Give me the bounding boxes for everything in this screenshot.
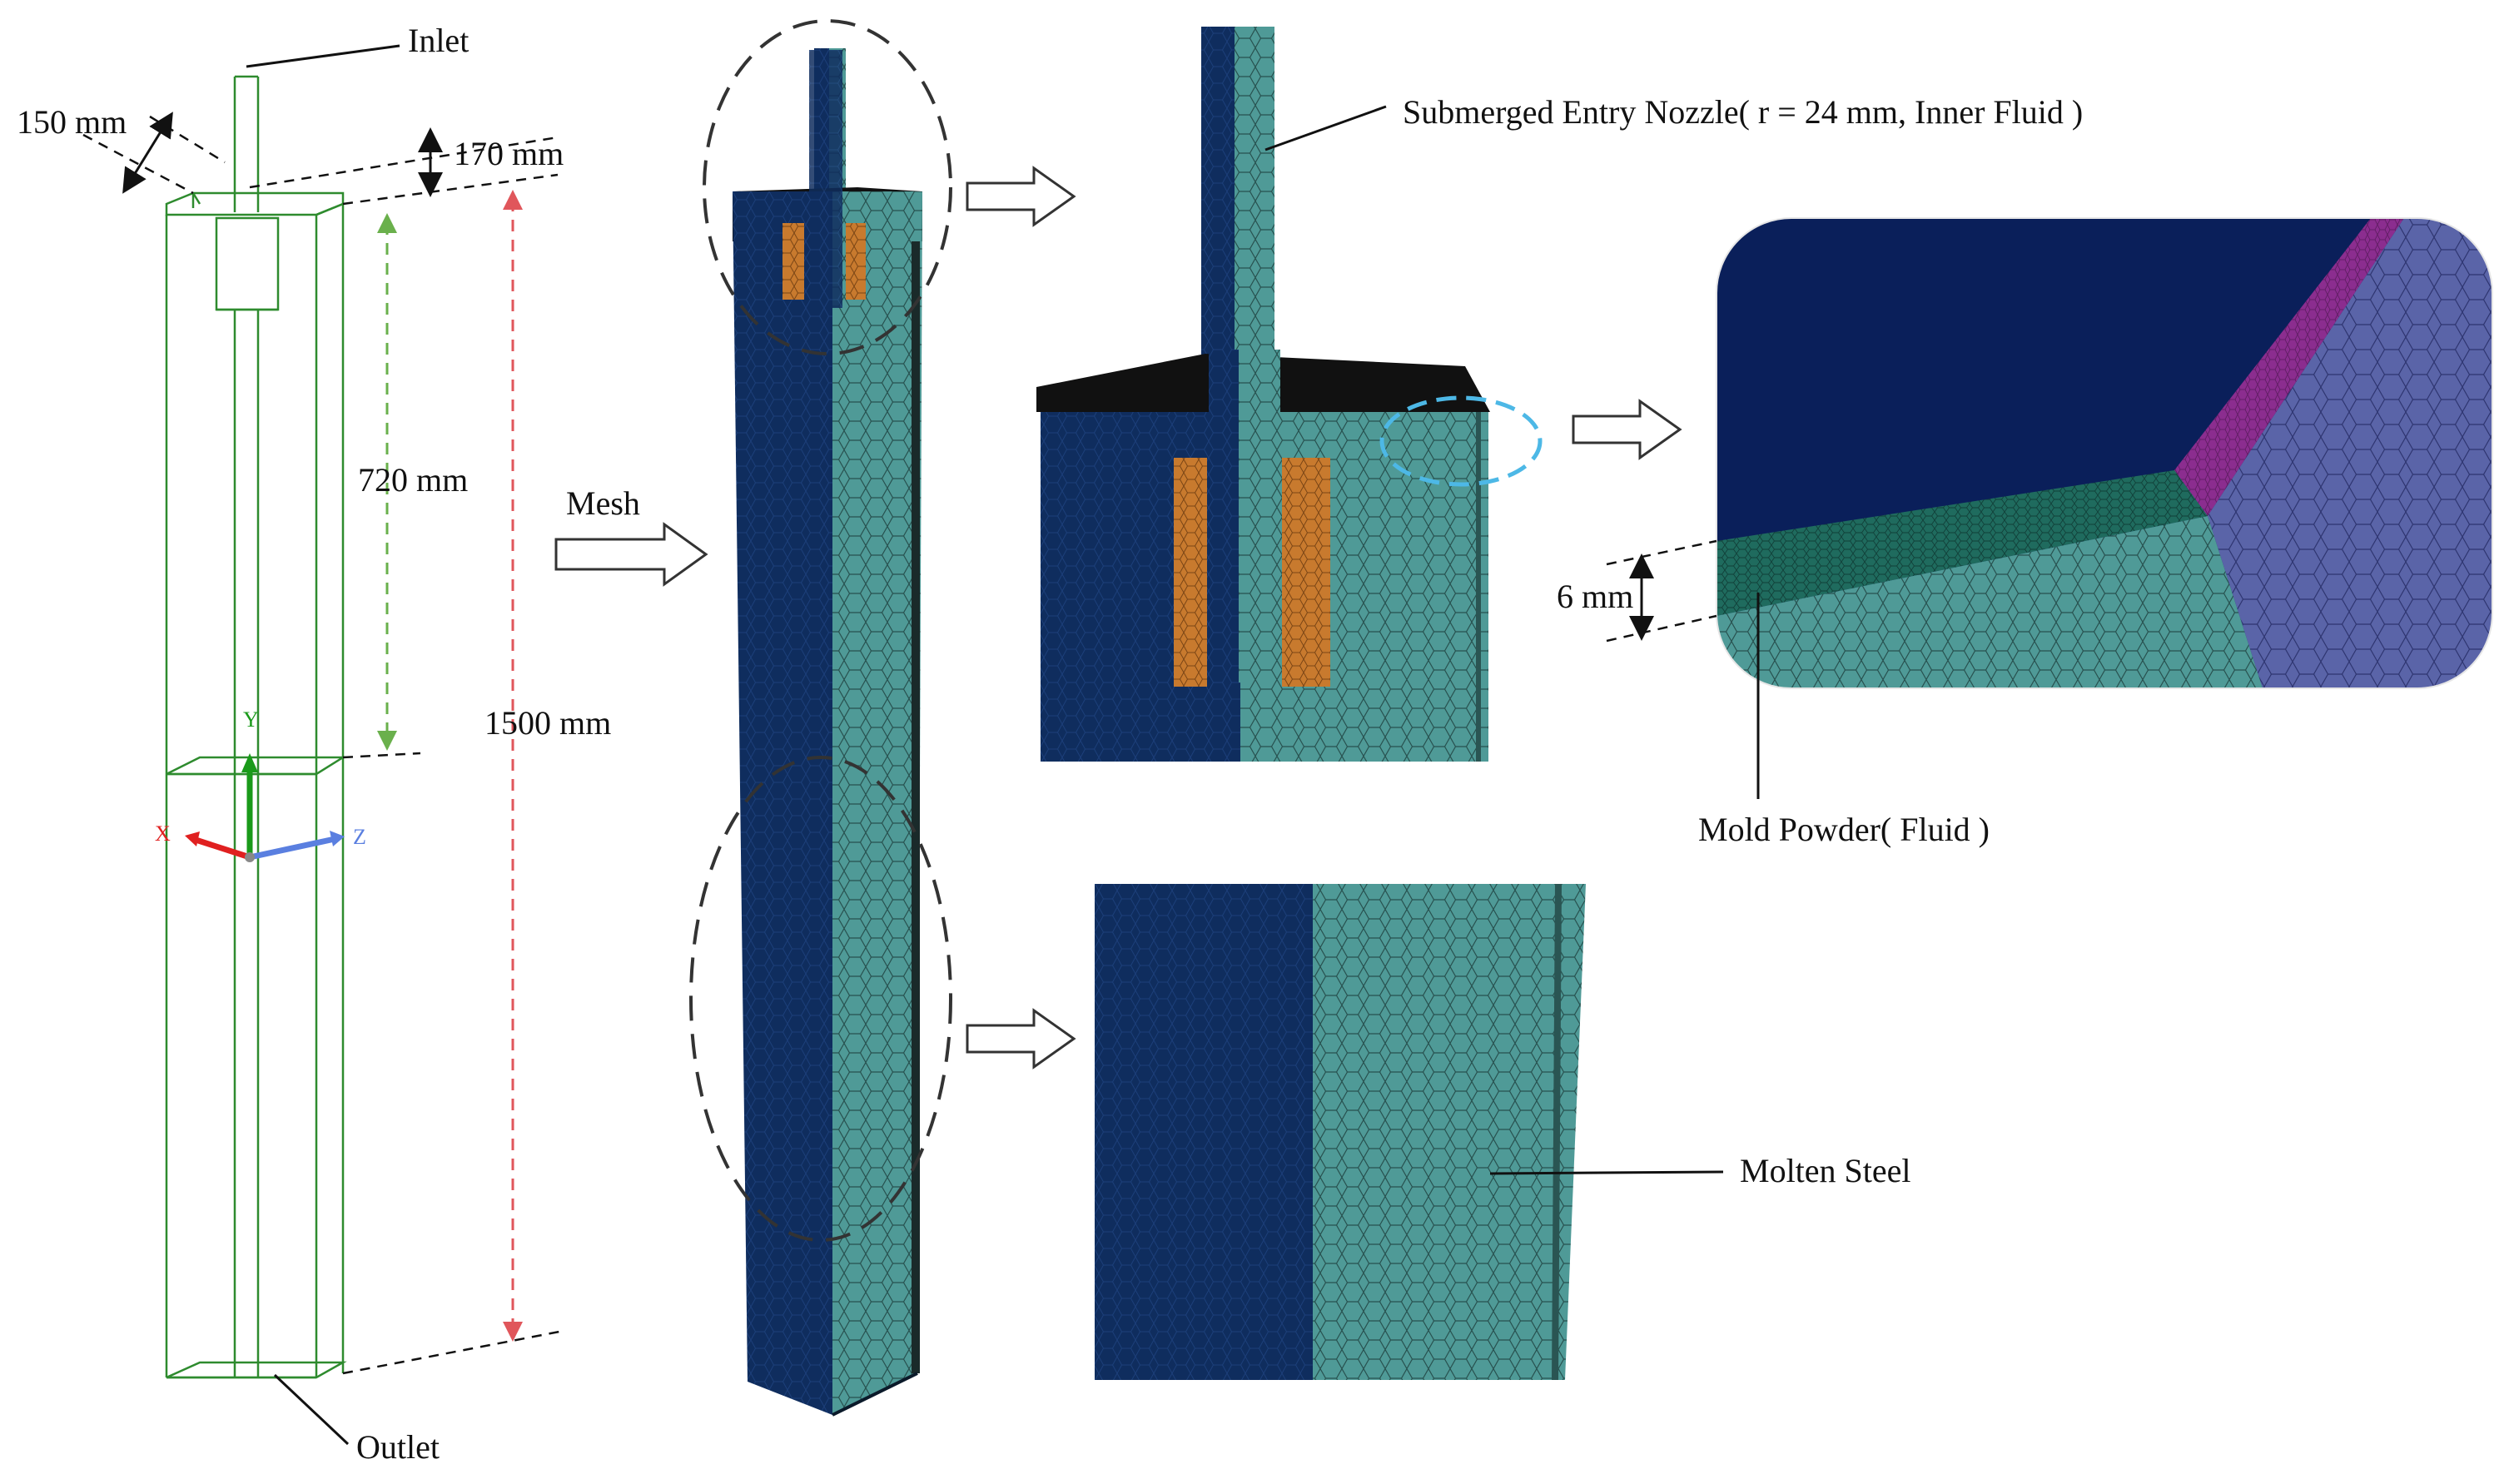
sen-zoom-view — [1036, 27, 1490, 762]
outlet-label: Outlet — [356, 1428, 440, 1466]
axis-z-label: Z — [353, 825, 366, 849]
dim-1500-label: 1500 mm — [484, 704, 611, 742]
dim-720-label: 720 mm — [358, 461, 468, 499]
sen-leader — [1264, 105, 1387, 151]
mesh-label: Mesh — [566, 484, 640, 522]
corner-zoom-frame — [1716, 217, 2493, 689]
mold-powder-label: Mold Powder( Fluid ) — [1698, 811, 1990, 848]
arrow-to-top-zoom — [966, 166, 1076, 227]
dimension-annotations: Inlet 150 mm 170 mm 720 mm 1500 mm Outle… — [17, 22, 611, 1466]
inlet-leader — [246, 44, 400, 68]
inlet-label: Inlet — [408, 22, 469, 59]
molten-steel-label: Molten Steel — [1740, 1152, 1911, 1189]
dim-6-label: 6 mm — [1557, 578, 1633, 615]
steel-zoom-view — [1095, 883, 1586, 1381]
axis-x-label: X — [155, 821, 171, 846]
corner-callout-ellipse — [1379, 395, 1543, 487]
arrow-to-bottom-zoom — [966, 1008, 1076, 1070]
arrow-to-corner-zoom — [1572, 399, 1682, 460]
mesh-arrow: Mesh — [554, 484, 708, 587]
meshed-column — [733, 48, 922, 1417]
coordinate-axes: Y X Z — [155, 707, 366, 862]
dim-170-label: 170 mm — [454, 135, 564, 172]
dim-6-annotation: 6 mm — [1557, 539, 1717, 643]
outlet-leader — [273, 1373, 350, 1446]
axis-y-label: Y — [243, 707, 259, 732]
bottom-region-ellipse — [689, 756, 952, 1242]
dim-150-label: 150 mm — [17, 103, 127, 141]
top-region-ellipse — [703, 19, 952, 355]
molten-steel-leader — [1489, 1170, 1724, 1175]
geometry-wireframe — [165, 75, 347, 1379]
sen-label: Submerged Entry Nozzle( r = 24 mm, Inner… — [1403, 93, 2083, 131]
corner-zoom-view — [1717, 218, 2492, 688]
